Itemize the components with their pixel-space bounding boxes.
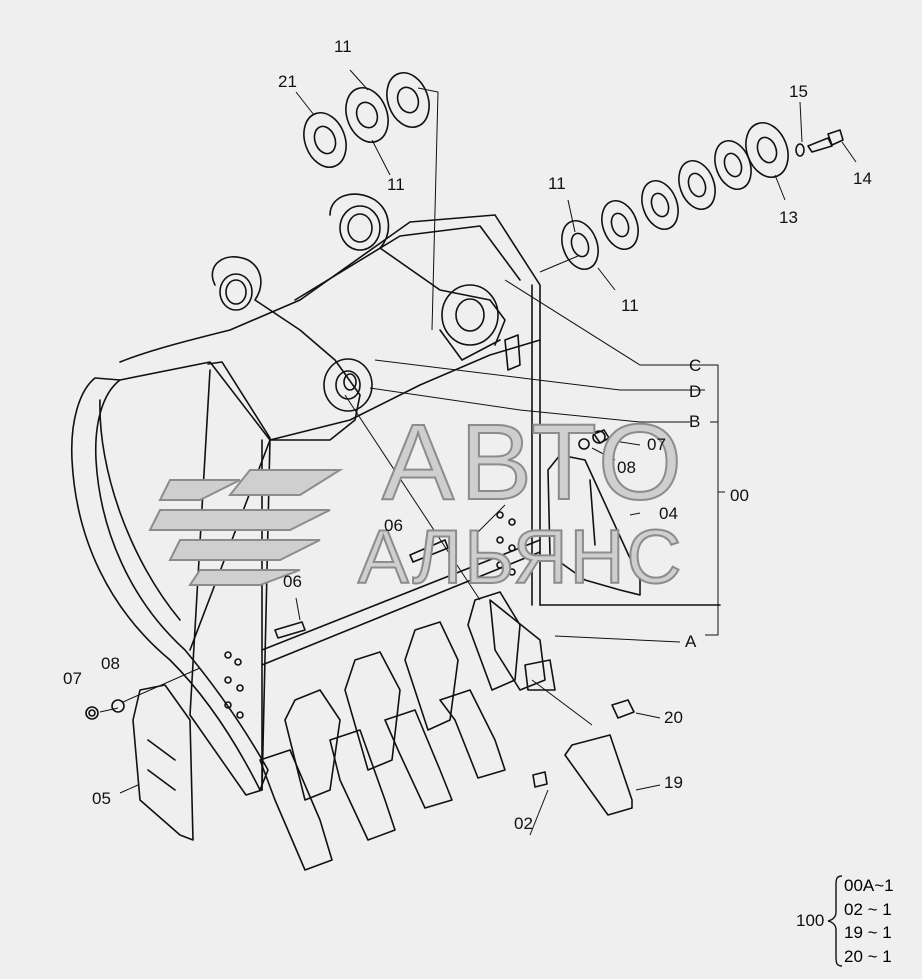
- callout-06: 06: [384, 516, 403, 535]
- bolt-06-lower: [274, 621, 306, 639]
- callout-11: 11: [387, 175, 405, 194]
- cutting-edge: [261, 539, 541, 651]
- quantity-item: 02 ~ 1: [844, 899, 892, 919]
- callout-08: 08: [617, 458, 636, 477]
- boss-middle: [441, 284, 499, 346]
- callout-04: 04: [659, 504, 678, 523]
- callout-05: 05: [92, 789, 111, 808]
- plate-13: [745, 122, 789, 178]
- quantity-list: 00A~1 02 ~ 1 19 ~ 1 20 ~ 1: [844, 874, 894, 968]
- quantity-brace: [827, 875, 843, 967]
- callout-07: 07: [63, 669, 82, 688]
- pin-20: [611, 699, 635, 719]
- quantity-item: 19 ~ 1: [844, 923, 892, 942]
- tooth-19: [564, 734, 633, 816]
- callout-11: 11: [334, 37, 352, 56]
- side-cutter-05: [132, 684, 194, 841]
- callout-11: 11: [548, 174, 566, 193]
- callout-11: 11: [621, 296, 639, 315]
- quantity-assembly-number: 100: [796, 911, 825, 930]
- lock-02: [532, 771, 548, 788]
- callout-07: 07: [647, 435, 666, 454]
- callout-15: 15: [789, 82, 808, 101]
- callout-D: D: [689, 382, 702, 401]
- boss-arm-left: [211, 256, 361, 441]
- callout-13: 13: [779, 208, 798, 227]
- quantity-item: 20 ~ 1: [844, 946, 892, 966]
- boss-lower: [323, 358, 373, 412]
- bolt-06-upper: [409, 539, 449, 563]
- washer-21: [303, 112, 347, 168]
- nut-07-upper: [593, 429, 610, 444]
- bolt-14: [807, 137, 833, 153]
- callout-02: 02: [514, 814, 533, 833]
- shim-11-b: [386, 72, 430, 128]
- teeth: [259, 591, 556, 871]
- quantity-table: 100 00A~1 02 ~ 1 19 ~ 1 20 ~ 1: [796, 874, 916, 969]
- watermark-line1: АВТО: [381, 401, 688, 522]
- side-cutter-04: [547, 454, 641, 596]
- quantity-item: 00A~1: [844, 876, 894, 895]
- washer-15: [795, 143, 805, 157]
- boss-arm-right: [329, 193, 506, 346]
- watermark-logo: [148, 469, 344, 586]
- callout-06: 06: [283, 572, 302, 591]
- callout-08: 08: [101, 654, 120, 673]
- callout-14: 14: [853, 169, 872, 188]
- watermark-line2: АЛЬЯНС: [357, 515, 684, 600]
- shim-11-a: [345, 87, 389, 143]
- callout-19: 19: [664, 773, 683, 792]
- callout-B: B: [689, 412, 701, 431]
- callout-00: 00: [730, 486, 749, 505]
- callout-A: A: [685, 632, 697, 651]
- shim-11-c: [561, 219, 599, 271]
- bucket-shell: [70, 377, 269, 791]
- callout-C: C: [689, 356, 702, 375]
- callout-21: 21: [278, 72, 297, 91]
- callout-20: 20: [664, 708, 683, 727]
